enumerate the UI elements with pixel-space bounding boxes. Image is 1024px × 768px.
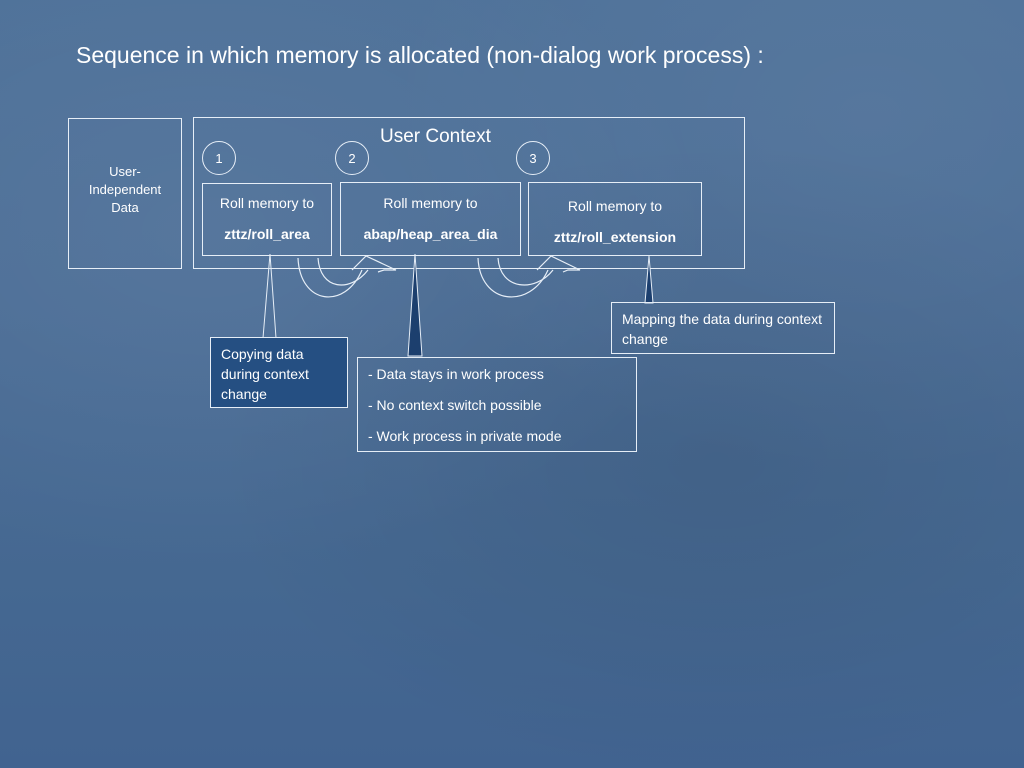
work-process-callout: - Data stays in work process - No contex… <box>357 357 637 452</box>
user-independent-line3: Data <box>111 200 139 215</box>
user-independent-data-box: User- Independent Data <box>68 118 182 269</box>
callout-item-stays: - Data stays in work process <box>368 366 544 382</box>
roll-area-target: zttz/roll_area <box>224 226 310 242</box>
callout-item-private-mode: - Work process in private mode <box>368 428 562 444</box>
roll-extension-target: zttz/roll_extension <box>553 229 677 245</box>
user-context-box <box>193 117 745 269</box>
step-2-number: 2 <box>348 150 356 166</box>
mapping-data-callout: Mapping the data during context change <box>611 302 835 354</box>
step-2-circle: 2 <box>335 141 369 175</box>
step-3-circle: 3 <box>516 141 550 175</box>
roll-area-label: Roll memory to <box>219 195 315 211</box>
pointer-stays <box>407 253 423 357</box>
step-1-circle: 1 <box>202 141 236 175</box>
heap-area-target: abap/heap_area_dia <box>363 226 498 242</box>
user-independent-line2: Independent <box>88 182 162 197</box>
roll-extension-box: Roll memory to zttz/roll_extension <box>528 182 702 256</box>
copying-data-callout: Copying data during context change <box>210 337 348 408</box>
step-3-number: 3 <box>529 150 537 166</box>
step-1-number: 1 <box>215 150 223 166</box>
callout-item-no-switch: - No context switch possible <box>368 397 542 413</box>
user-context-title: User Context <box>380 126 491 147</box>
roll-extension-label: Roll memory to <box>567 198 663 214</box>
heap-area-box: Roll memory to abap/heap_area_dia <box>340 182 521 256</box>
roll-area-box: Roll memory to zttz/roll_area <box>202 183 332 256</box>
user-independent-line1: User- <box>109 164 141 179</box>
heap-area-label: Roll memory to <box>383 195 478 211</box>
page-title: Sequence in which memory is allocated (n… <box>76 42 764 68</box>
